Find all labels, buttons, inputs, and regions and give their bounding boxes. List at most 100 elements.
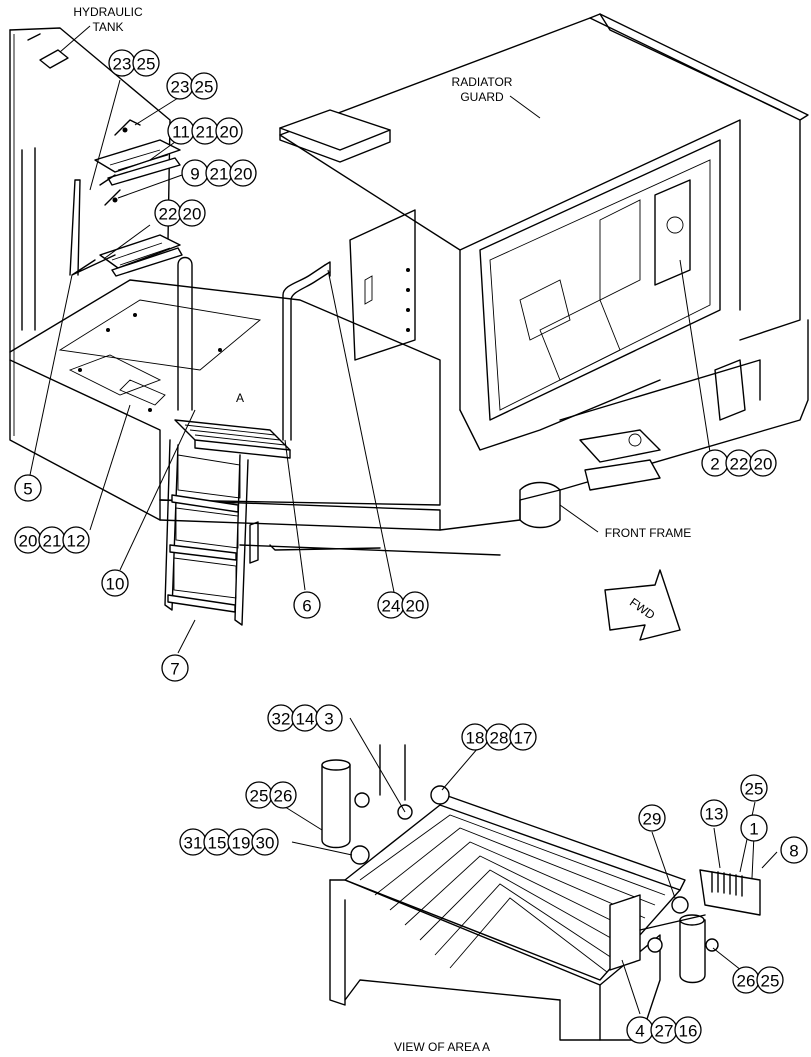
callout-number: 26: [737, 972, 756, 991]
callout-number: 20: [234, 165, 253, 184]
view-caption: VIEW OF AREA A: [394, 1040, 490, 1054]
callout-26-25: 26 25: [732, 966, 784, 994]
callout-number: 1: [749, 820, 758, 839]
callout-number: 22: [159, 205, 178, 224]
callout-23-25: 23 25: [166, 72, 218, 100]
callout-number: 4: [635, 1022, 644, 1041]
callout-circle: [674, 1016, 702, 1044]
area-a-marker: A: [236, 391, 244, 405]
callout-number: 25: [195, 78, 214, 97]
callout-number: 20: [406, 597, 425, 616]
callout-number: 24: [382, 597, 401, 616]
text-labels: HYDRAULIC TANK RADIATOR GUARD FRONT FRAM…: [59, 5, 691, 1054]
callout-24-20: 24 20: [377, 591, 429, 619]
hydraulic-tank-label-line2: TANK: [92, 20, 123, 34]
callout-number: 25: [137, 55, 156, 74]
callout-circle: [190, 72, 218, 100]
callout-number: 17: [514, 729, 533, 748]
radiator-guard-label-line1: RADIATOR: [452, 75, 513, 89]
callout-number: 25: [250, 787, 269, 806]
callout-9-21-20: 9 21 20: [181, 159, 257, 187]
callout-circle: [749, 449, 777, 477]
callout-7: 7: [161, 654, 189, 682]
callout-number: 15: [208, 834, 227, 853]
callout-circle: [14, 474, 42, 502]
callout-number: 20: [754, 455, 773, 474]
callout-number: 21: [43, 532, 62, 551]
callout-number: 21: [210, 165, 229, 184]
callout-number: 23: [171, 78, 190, 97]
callout-number: 6: [302, 597, 311, 616]
callout-10: 10: [101, 569, 129, 597]
callout-number: 21: [196, 123, 215, 142]
callout-circle: [401, 591, 429, 619]
radiator-guard-label-line2: GUARD: [460, 90, 504, 104]
callout-number: 8: [789, 842, 798, 861]
machine-drawing: [9, 13, 809, 626]
callout-circle: [269, 781, 297, 809]
callout-circle: [780, 836, 808, 864]
callout-circle: [229, 159, 257, 187]
callout-number: 2: [710, 455, 719, 474]
callout-number: 31: [184, 834, 203, 853]
callout-4-27-16: 4 27 16: [626, 1016, 702, 1044]
callout-number: 25: [761, 972, 780, 991]
callout-number: 27: [655, 1022, 674, 1041]
callout-31-15-19-30: 31 15 19 30: [179, 828, 279, 856]
callout-number: 28: [490, 729, 509, 748]
callout-circle: [178, 199, 206, 227]
callout-25-26: 25 26: [245, 781, 297, 809]
callout-23-25: 23 25: [108, 49, 160, 77]
leader-lines: [29, 79, 778, 1015]
callout-29: 29: [638, 804, 666, 832]
callout-number: 10: [106, 575, 125, 594]
callout-circle: [509, 723, 537, 751]
callout-number: 12: [67, 532, 86, 551]
callout-number: 20: [183, 205, 202, 224]
callout-circle: [101, 569, 129, 597]
callout-1: 1: [740, 814, 768, 842]
callout-circle: [740, 774, 768, 802]
callout-circle: [215, 117, 243, 145]
callout-number: 23: [113, 55, 132, 74]
callout-number: 30: [256, 834, 275, 853]
area-a-detail-drawing: [321, 744, 761, 1041]
forward-arrow-icon: FWD: [604, 569, 681, 641]
callout-8: 8: [780, 836, 808, 864]
callout-number: 29: [643, 810, 662, 829]
callout-number: 3: [324, 710, 333, 729]
callout-number: 20: [19, 532, 38, 551]
callout-number: 16: [679, 1022, 698, 1041]
callout-circle: [315, 704, 343, 732]
callout-number: 13: [705, 805, 724, 824]
callout-number: 22: [730, 455, 749, 474]
callout-22-20: 22 20: [154, 199, 206, 227]
callout-number: 9: [190, 165, 199, 184]
front-frame-label: FRONT FRAME: [605, 526, 691, 540]
callout-number: 7: [170, 660, 179, 679]
callout-circle: [161, 654, 189, 682]
callout-20-21-12: 20 21 12: [14, 526, 90, 554]
callout-5: 5: [14, 474, 42, 502]
callout-number: 14: [296, 710, 315, 729]
callout-circle: [251, 828, 279, 856]
callout-13: 13: [700, 799, 728, 827]
callout-circle: [638, 804, 666, 832]
callout-number: 19: [232, 834, 251, 853]
callout-number: 5: [23, 480, 32, 499]
callout-number: 11: [172, 123, 190, 142]
callout-circle: [740, 814, 768, 842]
callout-number: 26: [274, 787, 293, 806]
callout-25: 25: [740, 774, 768, 802]
callout-circle: [700, 799, 728, 827]
callout-circle: [62, 526, 90, 554]
callout-circle: [132, 49, 160, 77]
callout-circle: [293, 591, 321, 619]
callout-number: 25: [745, 780, 764, 799]
